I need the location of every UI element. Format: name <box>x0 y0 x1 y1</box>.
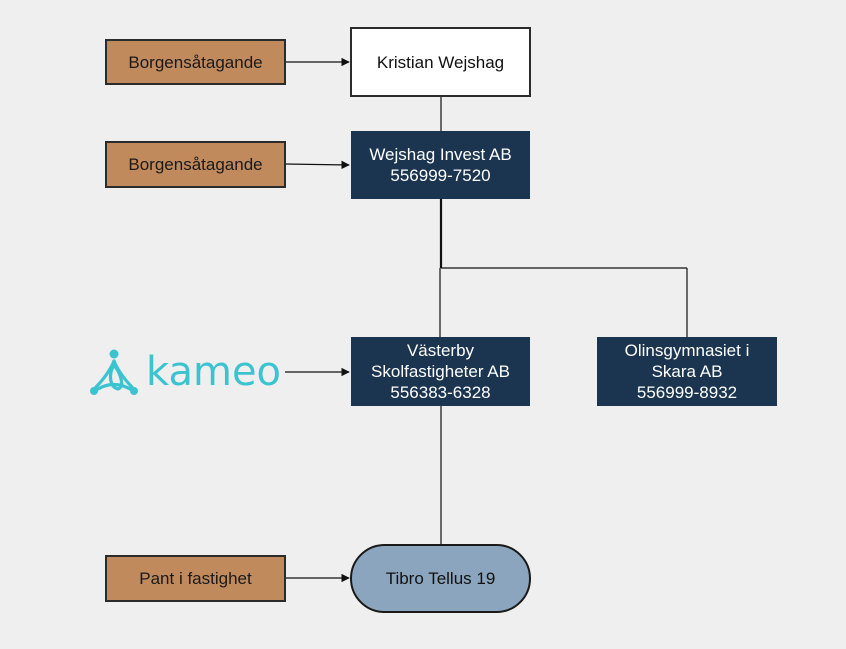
kameo-logo: kameo <box>88 346 288 398</box>
guarantee-label-2: Borgensåtagande <box>128 155 263 174</box>
pledge-label: Pant i fastighet <box>139 569 252 588</box>
subsidiary-name-line1: Västerby <box>406 341 475 360</box>
subsidiary-name-line1: Olinsgymnasiet i <box>624 341 750 360</box>
subsidiary-name-line2: Skara AB <box>651 362 723 381</box>
person-box: Kristian Wejshag <box>350 27 531 97</box>
property-name: Tibro Tellus 19 <box>385 569 496 588</box>
arrow-guarantee-2 <box>284 160 350 170</box>
kameo-logo-text: kameo <box>146 349 282 395</box>
guarantee-label-1: Borgensåtagande <box>128 52 263 72</box>
pledge-box: Pant i fastighet <box>105 555 286 602</box>
subsidiary-box-olinsgymnasiet: Olinsgymnasiet i Skara AB 556999-8932 <box>597 337 777 406</box>
holding-company-org-nr: 556999-7520 <box>390 166 491 185</box>
subsidiary-name-line2: Skolfastigheter AB <box>371 362 510 381</box>
person-name: Kristian Wejshag <box>376 52 505 72</box>
subsidiary-org-nr: 556999-8932 <box>636 383 738 402</box>
guarantee-box-2: Borgensåtagande <box>105 141 286 188</box>
property-node: Tibro Tellus 19 <box>350 544 531 613</box>
subsidiary-org-nr: 556383-6328 <box>390 383 491 402</box>
guarantee-box-1: Borgensåtagande <box>105 39 286 85</box>
holding-company-box: Wejshag Invest AB 556999-7520 <box>351 131 530 199</box>
kameo-logo-icon <box>90 349 138 395</box>
subsidiary-box-vasterby: Västerby Skolfastigheter AB 556383-6328 <box>351 337 530 406</box>
holding-company-name: Wejshag Invest AB <box>369 145 512 164</box>
